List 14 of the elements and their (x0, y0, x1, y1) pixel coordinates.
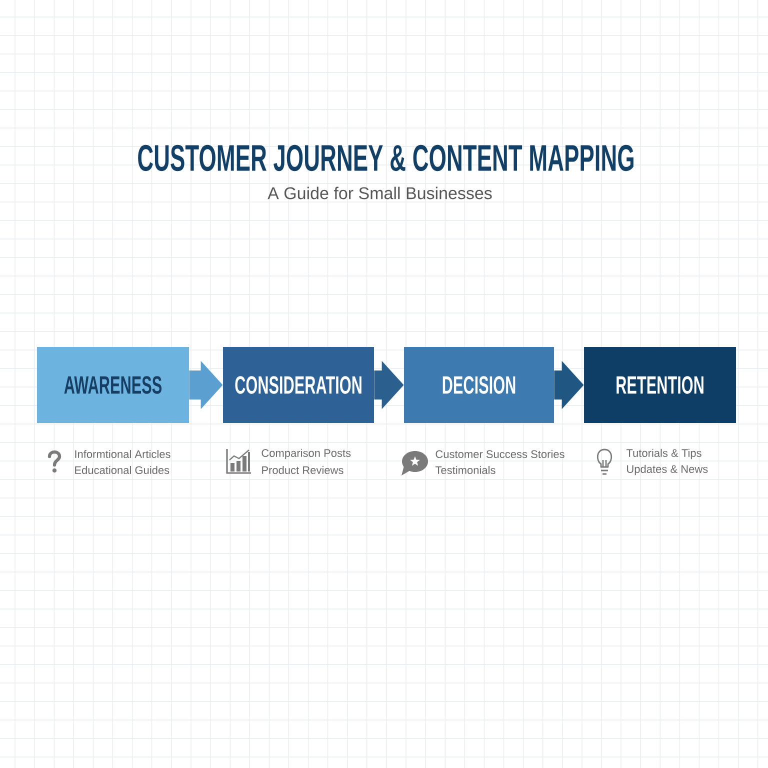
content-type-text: Comparison Posts (262, 448, 351, 460)
content-type-text: Product Reviews (262, 466, 344, 474)
stage-box: CONSIDERATION (223, 347, 374, 423)
subtitle: A Guide for Small Businesses (268, 186, 492, 200)
stage-box: DECISION (404, 347, 554, 423)
content-type-text: Updates & News (627, 464, 708, 476)
content-type-text: Tutorials & Tips (626, 448, 702, 460)
content-type-text: Informtional Articles (75, 450, 170, 458)
stage-box: AWARENESS (37, 347, 189, 423)
stage-box: RETENTION (584, 347, 736, 423)
content-type-text: Customer Success Stories (436, 450, 564, 458)
content-type-text: Testimonials (435, 466, 496, 474)
content-type-text: Educational Guides (75, 466, 170, 474)
title: CUSTOMER JOURNEY & CONTENT MAPPING (138, 144, 634, 172)
